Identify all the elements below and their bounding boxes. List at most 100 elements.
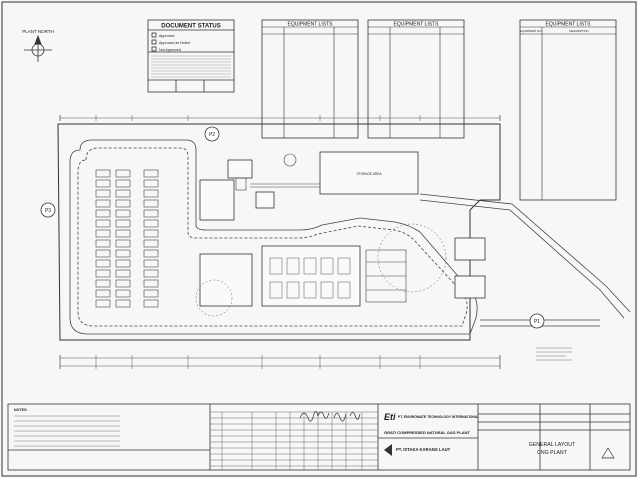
trailer-slot — [115, 169, 131, 178]
compressor-bay — [337, 281, 351, 299]
trailer-slot — [115, 229, 131, 238]
buildings — [199, 151, 486, 307]
trailer-slot — [115, 289, 131, 298]
north-arrow-label: PLANT NORTH — [22, 29, 54, 34]
status-option-not-approved: Not Approved — [159, 48, 181, 52]
equipment-rows-3 — [520, 39, 616, 199]
trailer-slot — [95, 169, 111, 178]
trailer-slot — [115, 209, 131, 218]
warning-triangle-icon — [601, 447, 615, 459]
drawing-title-line-1: GENERAL LAYOUT — [529, 442, 576, 448]
north-arrow — [24, 34, 52, 62]
trailer-slot — [143, 209, 159, 218]
trailer-slot — [143, 199, 159, 208]
signature-scribbles — [299, 411, 361, 422]
trailer-slot — [115, 299, 131, 308]
trailer-slot — [115, 239, 131, 248]
trailer-slot — [143, 299, 159, 308]
perimeter-road — [69, 139, 478, 335]
status-option-approved-as-noted: Approved as Noted — [159, 41, 190, 45]
equipment-list-table-1: EQUIPMENT LISTS — [261, 19, 359, 139]
generator-house — [227, 159, 253, 179]
trailer-slot — [95, 229, 111, 238]
gate-house — [255, 191, 275, 209]
trailer-slot — [115, 259, 131, 268]
dimension-lines — [59, 115, 501, 369]
datum-note-lines — [536, 347, 572, 361]
trailer-slot — [115, 189, 131, 198]
trailer-slot — [95, 219, 111, 228]
equipment-col-header-description: DESCRIPTION — [569, 29, 588, 33]
compressor-bay — [320, 281, 334, 299]
trailer-slot — [115, 279, 131, 288]
status-option-approved: Approved — [159, 34, 174, 38]
trailer-slot — [95, 179, 111, 188]
equipment-col-header-no: EQUIPMENT NO. — [520, 29, 543, 33]
equipment-list-title-2: EQUIPMENT LISTS — [394, 22, 440, 28]
marker-p2-label: P2 — [209, 132, 215, 138]
tank-enclosure-2 — [454, 275, 486, 299]
marker-p2: P2 — [204, 126, 220, 142]
compressor-bay — [320, 257, 334, 275]
notes-lines — [14, 415, 120, 447]
tank-enclosure-1 — [454, 237, 486, 261]
equipment-list-table-2: EQUIPMENT LISTS — [367, 19, 465, 139]
drawing-title-line-2: CNG PLANT — [537, 450, 568, 456]
trailer-parking — [95, 169, 159, 308]
trailer-slot — [95, 199, 111, 208]
document-status-notes — [151, 55, 231, 78]
compressor-bay — [286, 281, 300, 299]
title-block — [7, 403, 631, 471]
trailer-slot — [95, 239, 111, 248]
trailer-slot — [95, 209, 111, 218]
site-boundary — [57, 123, 501, 341]
compressor-bay — [286, 257, 300, 275]
notes-label: NOTES: — [14, 408, 28, 412]
compressor-bay — [303, 257, 317, 275]
trailer-slot — [95, 189, 111, 198]
storage-building — [319, 151, 419, 195]
compressor-bay — [269, 257, 283, 275]
trailer-slot — [143, 259, 159, 268]
trailer-slot — [115, 249, 131, 258]
marker-p1-label: P1 — [534, 319, 540, 325]
revision-table — [210, 411, 378, 470]
trailer-slot — [143, 219, 159, 228]
trailer-slot — [143, 189, 159, 198]
document-status-title: DOCUMENT STATUS — [161, 24, 220, 30]
compressor-bay — [337, 257, 351, 275]
compressor-shelter — [261, 245, 361, 307]
trailer-slot — [143, 269, 159, 278]
office-building — [199, 253, 253, 307]
trailer-slot — [143, 229, 159, 238]
trailer-slot — [95, 269, 111, 278]
equipment-rows-2 — [368, 39, 464, 134]
trailer-slot — [143, 279, 159, 288]
utility-building — [199, 179, 235, 221]
owner-name: PT. ISTAKA KARANG LAUT — [396, 447, 451, 452]
trailer-slot — [95, 289, 111, 298]
trailer-slot — [95, 279, 111, 288]
trailer-slot — [143, 169, 159, 178]
trailer-slot — [115, 179, 131, 188]
marker-p3: P3 — [40, 202, 56, 218]
marker-p3-label: P3 — [45, 208, 51, 214]
company-name: PT. ENVIROMATE TECHNOLOGY INTERNATIONAL — [398, 415, 479, 419]
compressor-bay — [303, 281, 317, 299]
equipment-rows-1 — [262, 39, 358, 134]
trailer-slot — [143, 179, 159, 188]
project-name: GRATI COMPRESSED NATURAL GAS PLANT — [384, 430, 471, 435]
owner-logo-icon — [384, 444, 392, 456]
storage-area-label: STORAGE AREA — [357, 172, 383, 176]
hazard-radius-circles — [195, 223, 447, 317]
trailer-slot — [95, 259, 111, 268]
trailer-slot — [115, 219, 131, 228]
marker-p1: P1 — [529, 313, 545, 329]
trailer-slot — [143, 239, 159, 248]
trailer-slot — [115, 269, 131, 278]
equipment-list-title-3: EQUIPMENT LISTS — [546, 22, 592, 28]
company-logo: Eti — [384, 412, 396, 422]
